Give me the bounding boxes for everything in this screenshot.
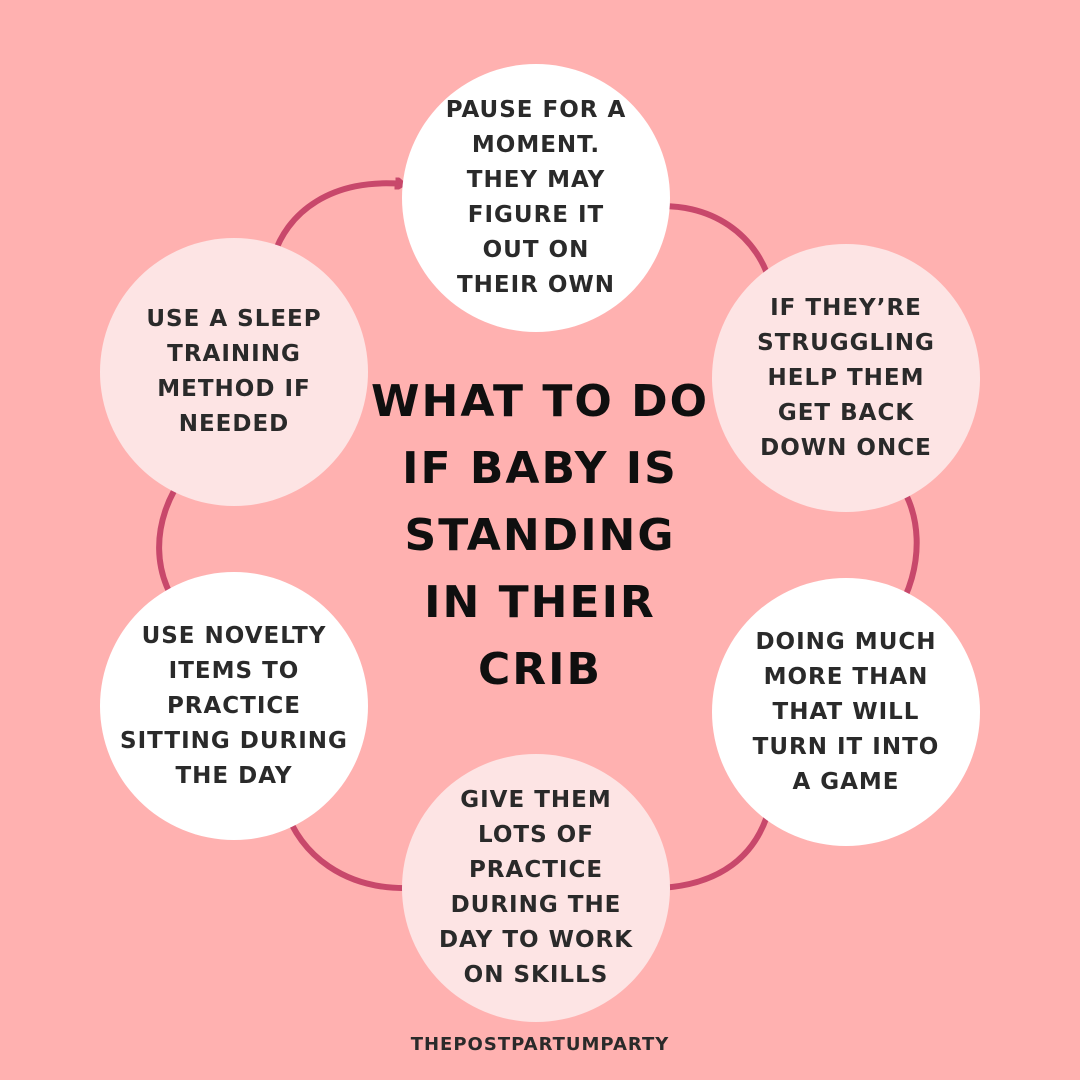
step-3-text: DOING MUCH MORE THAN THAT WILL TURN IT I… [752, 628, 940, 795]
step-2-circle: IF THEY’RE STRUGGLING HELP THEM GET BACK… [712, 244, 980, 512]
step-5-text: USE NOVELTY ITEMS TO PRACTICE SITTING DU… [120, 622, 348, 789]
step-1-circle: PAUSE FOR A MOMENT. THEY MAY FIGURE IT O… [402, 64, 670, 332]
step-4-text: GIVE THEM LOTS OF PRACTICE DURING THE DA… [438, 787, 634, 988]
step-2-text: IF THEY’RE STRUGGLING HELP THEM GET BACK… [757, 294, 935, 461]
arrow-6-to-1 [269, 183, 402, 265]
step-5-circle: USE NOVELTY ITEMS TO PRACTICE SITTING DU… [100, 572, 368, 840]
step-1-text: PAUSE FOR A MOMENT. THEY MAY FIGURE IT O… [445, 97, 627, 298]
footer-brand: THEPOSTPARTUMPARTY [410, 1034, 670, 1055]
step-4-circle: GIVE THEM LOTS OF PRACTICE DURING THE DA… [402, 754, 670, 1022]
step-6-text: USE A SLEEP TRAINING METHOD IF NEEDED [146, 306, 322, 437]
step-3-circle: DOING MUCH MORE THAN THAT WILL TURN IT I… [712, 578, 980, 846]
page-title: WHAT TO DO IF BABY IS STANDING IN THEIR … [371, 376, 709, 695]
step-6-circle: USE A SLEEP TRAINING METHOD IF NEEDED [100, 238, 368, 506]
